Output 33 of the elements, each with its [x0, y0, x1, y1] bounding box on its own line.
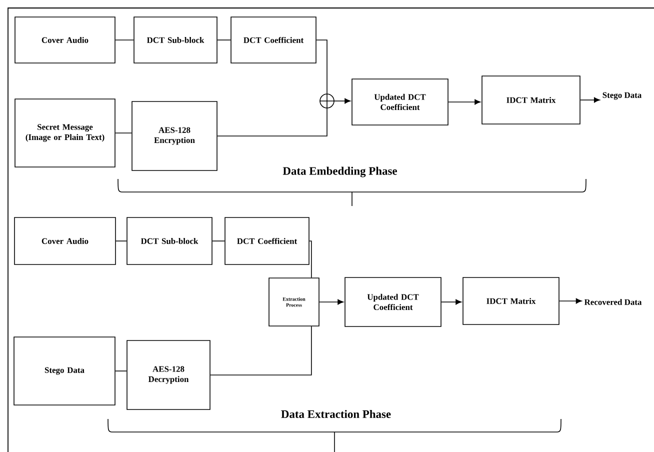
process-box: IDCT Matrix — [462, 277, 560, 325]
arrow — [441, 299, 462, 305]
process-box: DCT Sub-block — [126, 217, 212, 265]
process-box: DCT Sub-block — [134, 16, 218, 64]
connector-line — [217, 108, 328, 136]
phase-title: Data Embedding Phase — [282, 166, 397, 178]
process-box: Cover Audio — [14, 217, 116, 265]
arrow — [559, 298, 582, 304]
connector-line — [316, 40, 328, 94]
xor-circle — [319, 93, 335, 109]
phase-title: Data Extraction Phase — [281, 410, 391, 418]
arrow — [448, 99, 481, 105]
process-box: Stego Data — [14, 336, 116, 406]
process-box: IDCT Matrix — [482, 76, 580, 124]
connector-line — [115, 132, 132, 134]
output-label: Recovered Data — [584, 299, 642, 305]
process-box: DCT Coefficient — [230, 16, 316, 64]
connector-line — [309, 240, 312, 278]
process-box: Updated DCT Coefficient — [352, 78, 448, 126]
arrow — [319, 299, 344, 305]
output-label: Stego Data — [602, 92, 642, 100]
process-box: AES-128 Decryption — [126, 340, 210, 410]
process-box: Updated DCT Coefficient — [344, 277, 442, 327]
process-box: Secret Message (Image or Plain Text) — [14, 98, 116, 168]
connector-line — [210, 326, 312, 376]
connector-line — [116, 240, 127, 242]
process-box: AES-128 Encryption — [132, 101, 218, 171]
arrow — [334, 98, 351, 104]
process-box: DCT Coefficient — [224, 217, 310, 265]
connector-line — [115, 370, 127, 372]
process-box: Cover Audio — [14, 16, 116, 64]
arrow — [580, 97, 600, 103]
connector-line — [212, 240, 226, 242]
